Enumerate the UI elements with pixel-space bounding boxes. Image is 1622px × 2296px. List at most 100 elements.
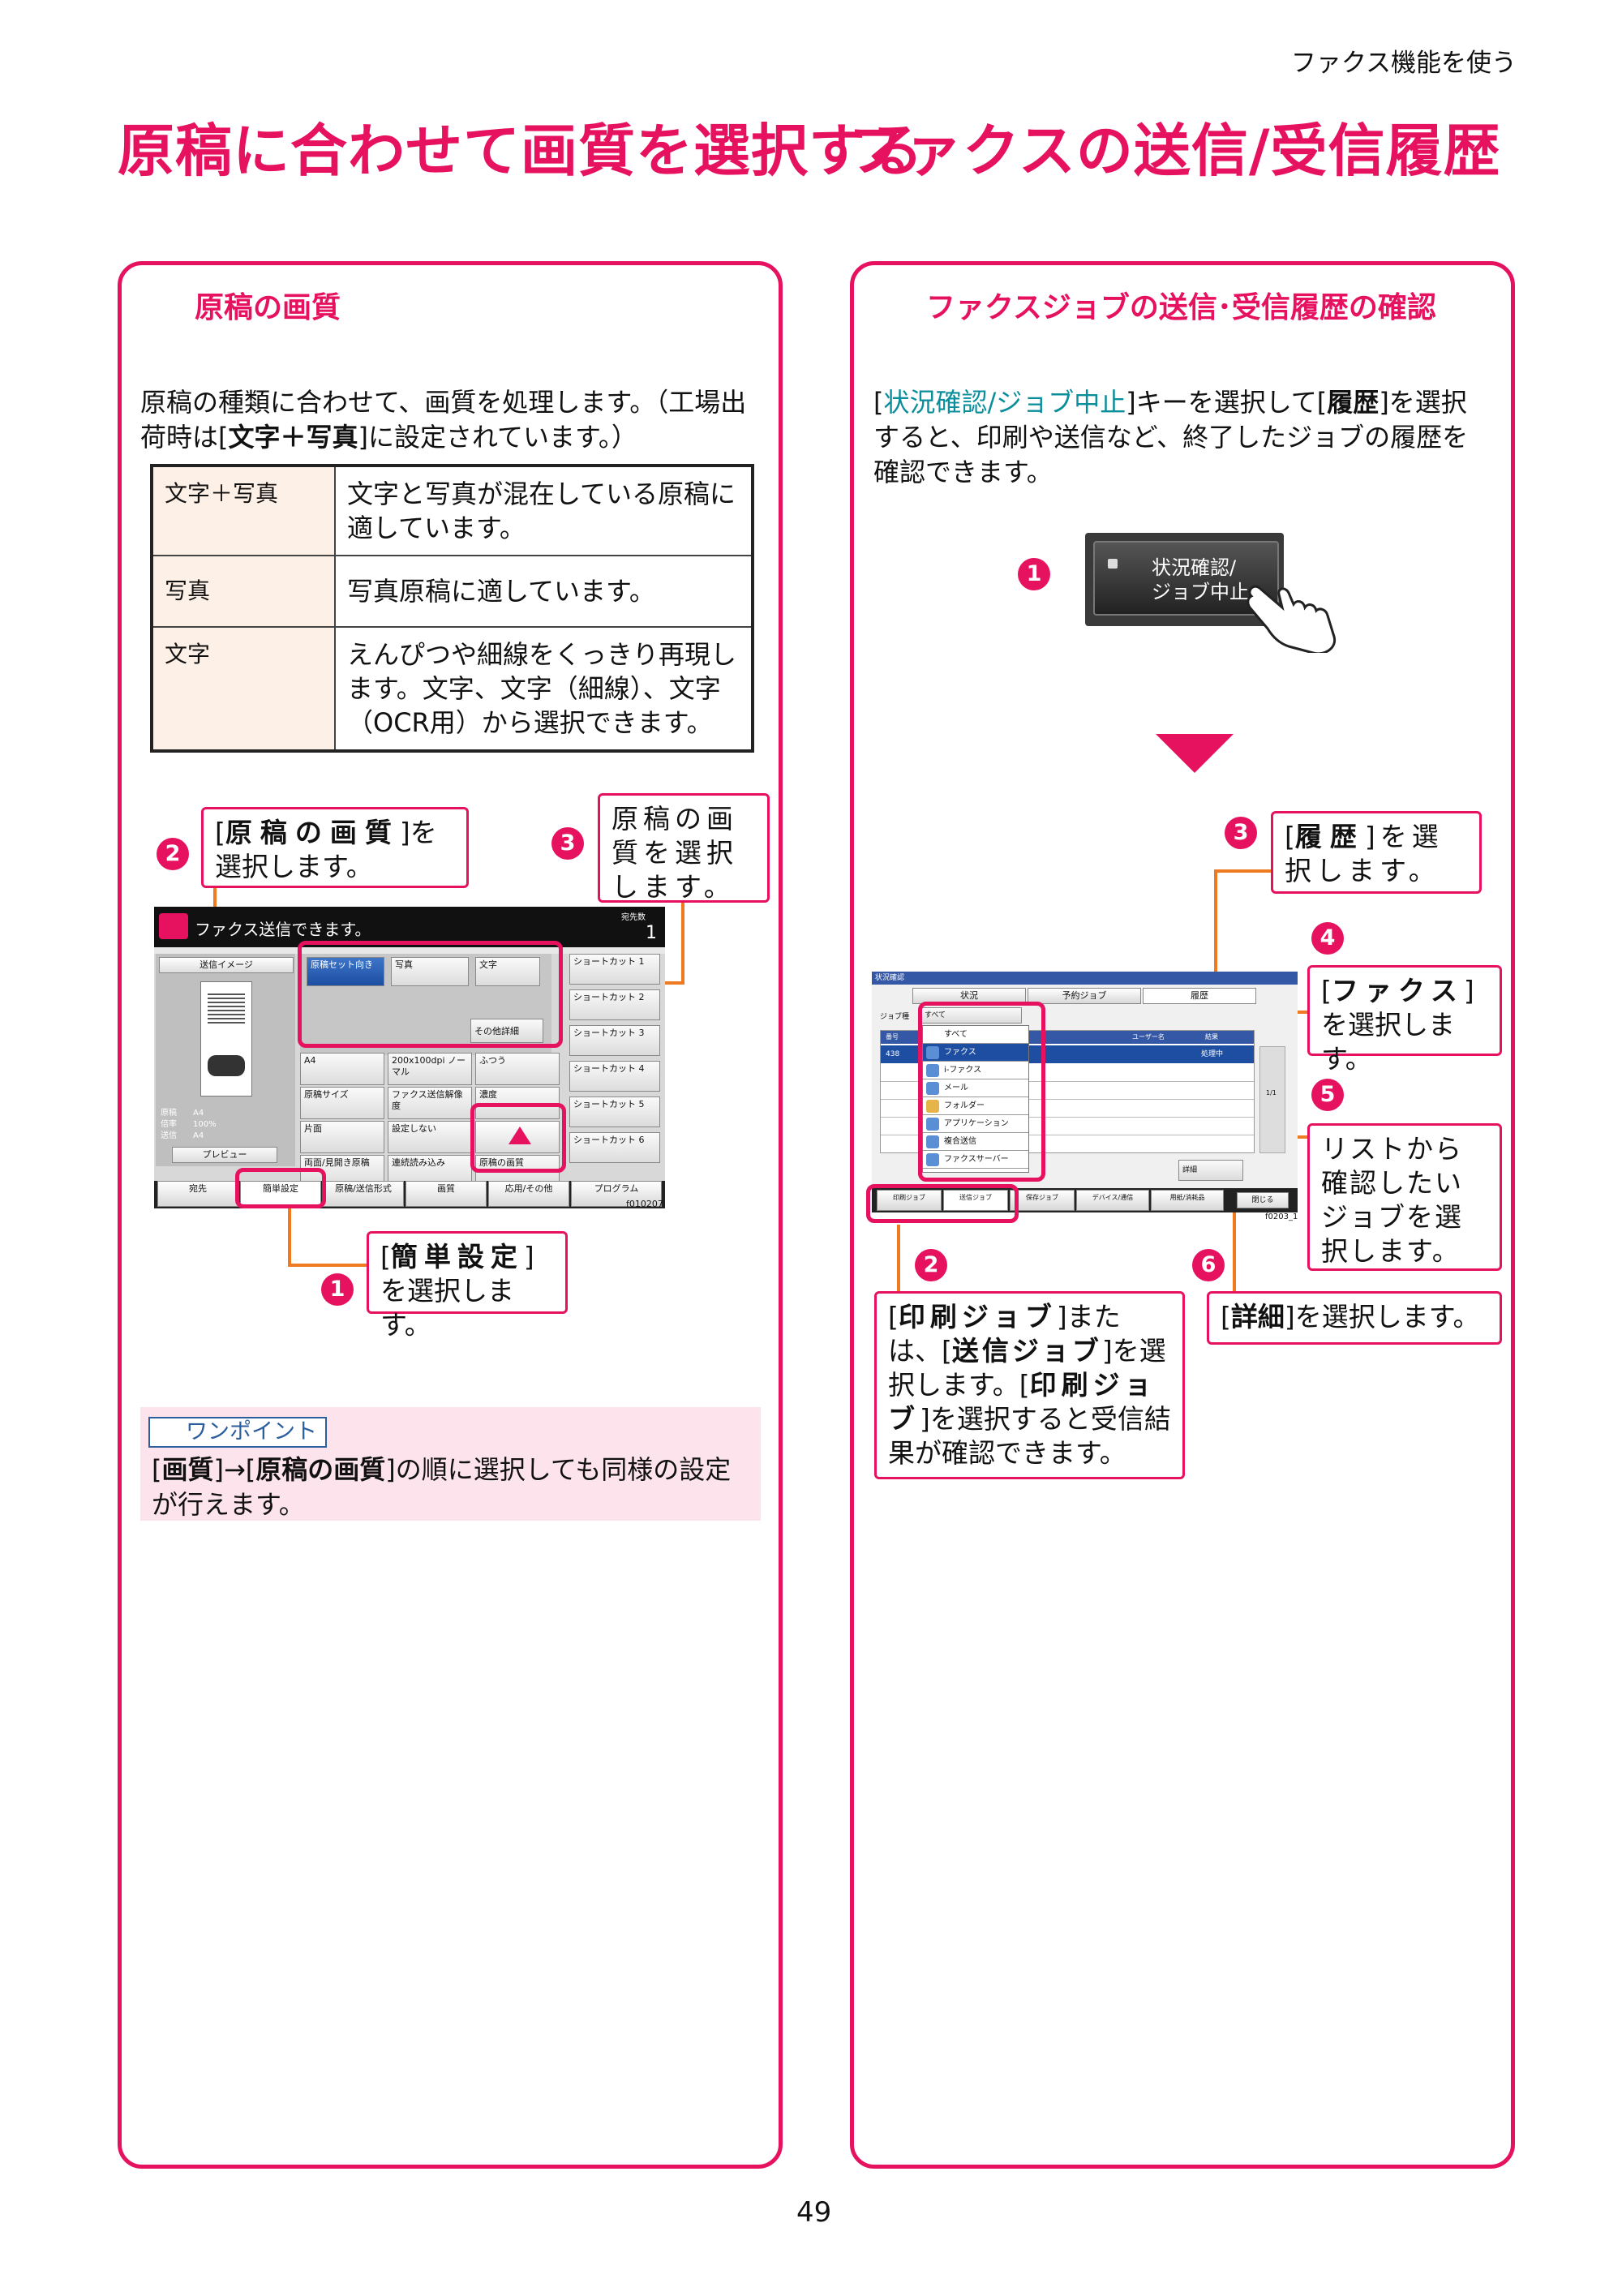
right-intro: [状況確認/ジョブ中止]キーを選択して[履歴]を選択すると、印刷や送信など、終了… — [873, 387, 1469, 487]
shortcut-3[interactable]: ショートカット 3 — [569, 1025, 660, 1056]
scrollbar[interactable] — [1259, 1046, 1285, 1153]
callout-step-6: [詳細]を選択します。 — [1207, 1291, 1502, 1345]
tip-label: ワンポイント — [148, 1417, 327, 1448]
pointing-hand-icon — [1247, 585, 1337, 653]
tab-original-format[interactable]: 原稿/送信形式 — [323, 1181, 404, 1207]
folder-icon — [926, 1100, 939, 1113]
tab-store-jobs[interactable]: 保存ジョブ — [1010, 1190, 1075, 1211]
density-value[interactable]: ふつう — [475, 1053, 560, 1085]
callout-step-3: 原稿の画質を選択します。 — [598, 793, 770, 903]
highlight-quick-setup-tab — [235, 1168, 326, 1208]
tab-history[interactable]: 履歴 — [1143, 988, 1256, 1004]
tab-paper-supplies[interactable]: 用紙/消耗品 — [1151, 1190, 1224, 1211]
other-detail-button[interactable]: その他詳細 — [470, 1019, 543, 1043]
tab-send-jobs[interactable]: 送信ジョブ — [943, 1190, 1008, 1211]
close-button[interactable]: 閉じる — [1237, 1192, 1289, 1208]
led-icon — [1108, 559, 1118, 569]
highlight-job-type-menu — [918, 1002, 1045, 1182]
tab-device-comm[interactable]: デバイス/通信 — [1076, 1190, 1149, 1211]
tip-text: [画質]→[原稿の画質]の順に選択しても同様の設定が行えます。 — [152, 1454, 732, 1520]
table-row: 文字＋写真文字と写真が混在している原稿に適しています。 — [151, 465, 753, 556]
tab-scheduled-jobs[interactable]: 予約ジョブ — [1028, 988, 1141, 1004]
tab-destination[interactable]: 宛先 — [157, 1181, 238, 1207]
fax-resolution-button[interactable]: ファクス送信解像度 — [388, 1087, 472, 1119]
continuous-value[interactable]: 設定しない — [388, 1121, 472, 1153]
leader-line — [1233, 1184, 1236, 1291]
menu-item-application[interactable]: アプリケーション — [923, 1115, 1028, 1133]
shortcut-4[interactable]: ショートカット 4 — [569, 1061, 660, 1092]
image-code: f0203_1 — [1265, 1212, 1298, 1221]
page-title-left: 原稿に合わせて画質を選択する — [118, 118, 924, 184]
menu-item-folder[interactable]: フォルダー — [923, 1097, 1028, 1115]
up-arrow-icon — [508, 1127, 531, 1144]
callout-step-2: [印刷ジョブ]または、[送信ジョブ]を選択します。[印刷ジョブ]を選択すると受信… — [874, 1291, 1185, 1479]
tab-print-jobs[interactable]: 印刷ジョブ — [877, 1190, 942, 1211]
step-2-badge: 2 — [157, 838, 189, 870]
preview-button[interactable]: プレビュー — [172, 1147, 277, 1163]
step-1-badge: 1 — [1018, 558, 1050, 590]
control-panel: 状況確認/ ジョブ中止 — [1085, 533, 1337, 653]
page-number: 49 — [796, 2196, 832, 2229]
table-row: 文字えんぴつや細線をくっきり再現します。文字、文字（細線）、文字（OCR用）から… — [151, 626, 753, 752]
tip-box: ワンポイント [画質]→[原稿の画質]の順に選択しても同様の設定が行えます。 — [140, 1407, 761, 1521]
menu-item-fax-server[interactable]: ファクスサーバー — [923, 1151, 1028, 1169]
duplex-value[interactable]: 片面 — [300, 1121, 384, 1153]
left-intro: 原稿の種類に合わせて、画質を処理します。（工場出荷時は[文字＋写真]に設定されて… — [140, 387, 747, 453]
shortcut-2[interactable]: ショートカット 2 — [569, 989, 660, 1020]
page-title-right: ファクスの送信/受信履歴 — [847, 118, 1501, 184]
menu-item-email[interactable]: メール — [923, 1079, 1028, 1097]
step-2-badge: 2 — [915, 1249, 947, 1281]
resolution-value[interactable]: 200x100dpi ノーマル — [388, 1053, 472, 1085]
page-indicator: 1/1 — [1266, 1089, 1277, 1097]
shortcut-6[interactable]: ショートカット 6 — [569, 1132, 660, 1163]
menu-item-multi-send[interactable]: 複合送信 — [923, 1133, 1028, 1151]
callout-step-4: [ファクス]を選択します。 — [1307, 965, 1502, 1075]
highlight-quality-options — [298, 941, 563, 1048]
shortcut-1[interactable]: ショートカット 1 — [569, 954, 660, 985]
tab-advanced[interactable]: 応用/その他 — [488, 1181, 569, 1207]
quality-photo-option[interactable]: 写真 — [391, 957, 469, 986]
menu-item-ifax[interactable]: i-ファクス — [923, 1062, 1028, 1079]
detail-button[interactable]: 詳細 — [1178, 1160, 1243, 1181]
ifax-icon — [926, 1064, 939, 1077]
orientation-button[interactable]: 原稿セット向き — [307, 957, 384, 986]
section-label: ファクス機能を使う — [1290, 49, 1517, 78]
application-icon — [926, 1118, 939, 1131]
step-3-badge: 3 — [1225, 817, 1257, 849]
callout-step-5: リストから確認したいジョブを選択します。 — [1307, 1123, 1502, 1271]
highlight-original-quality — [470, 1103, 566, 1173]
menu-item-all[interactable]: すべて — [923, 1026, 1028, 1044]
step-5-badge: 5 — [1311, 1079, 1344, 1111]
screen-status: ファクス送信できます。 — [195, 920, 371, 939]
menu-item-fax[interactable]: ファクス — [923, 1044, 1028, 1062]
mail-icon — [926, 1082, 939, 1095]
leader-line — [897, 1225, 900, 1291]
filter-label: ジョブ種 — [880, 1013, 910, 1021]
step-1-badge: 1 — [321, 1273, 354, 1306]
callout-step-1: [簡単設定]を選択します。 — [367, 1231, 568, 1341]
multi-send-icon — [926, 1135, 939, 1148]
highlight-job-tabs — [866, 1184, 1019, 1223]
quality-text-option[interactable]: 文字 — [475, 957, 540, 986]
tab-image-quality[interactable]: 画質 — [406, 1181, 487, 1207]
fax-server-icon — [926, 1153, 939, 1166]
size-value[interactable]: A4 — [300, 1053, 384, 1085]
screen-status-bar: ファクス送信できます。 宛先数 1 — [154, 907, 665, 947]
preview-title: 送信イメージ — [159, 957, 294, 973]
tab-program[interactable]: プログラム — [571, 1181, 662, 1207]
step-4-badge: 4 — [1311, 922, 1344, 955]
callout-step-3: [履歴]を選択します。 — [1271, 811, 1482, 894]
key-label-line1: 状況確認/ — [1152, 556, 1237, 579]
shortcut-5[interactable]: ショートカット 5 — [569, 1097, 660, 1127]
step-3-badge: 3 — [551, 827, 584, 860]
up-arrow-button[interactable] — [475, 1121, 560, 1153]
down-arrow-icon — [1156, 734, 1234, 773]
tab-quick-setup[interactable]: 簡単設定 — [240, 1181, 321, 1207]
key-label-line2: ジョブ中止 — [1152, 581, 1249, 603]
image-quality-table: 文字＋写真文字と写真が混在している原稿に適しています。 写真写真原稿に適していま… — [150, 464, 754, 753]
fax-icon — [159, 913, 188, 939]
callout-step-2: [原稿の画質]を選択します。 — [201, 807, 469, 888]
original-size-button[interactable]: 原稿サイズ — [300, 1087, 384, 1119]
